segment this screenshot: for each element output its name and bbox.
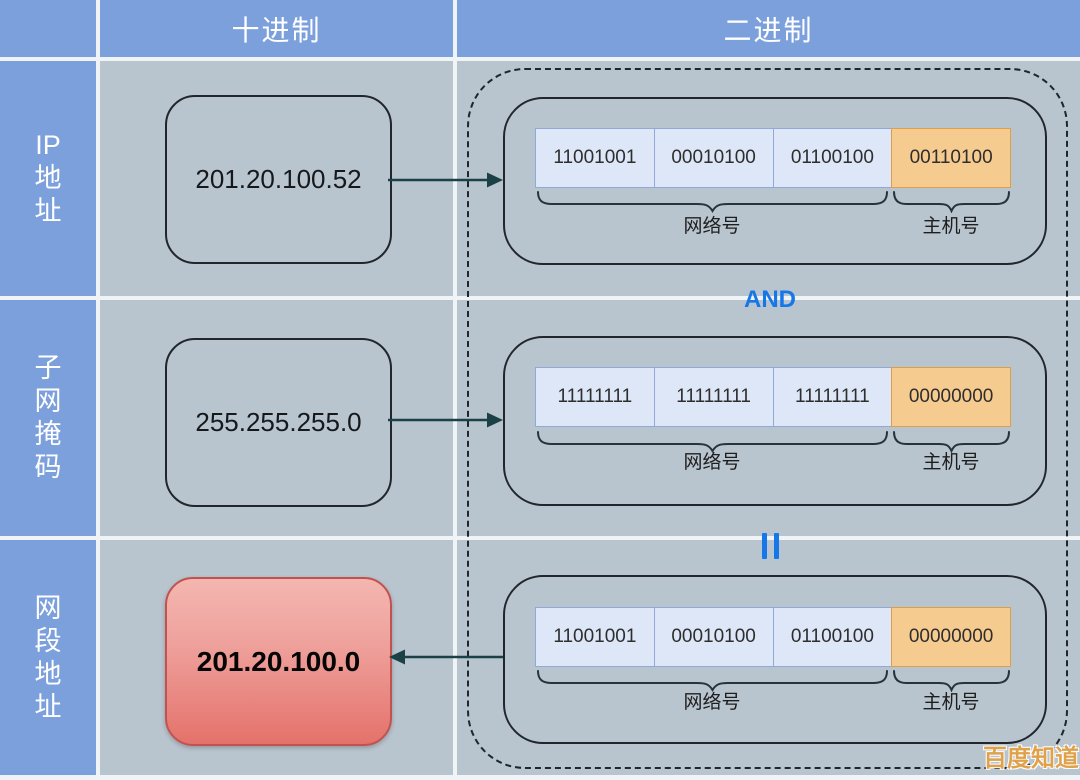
network-brace — [537, 191, 888, 213]
binary-column-header: 二进制 — [723, 14, 814, 46]
mask-octet-row: 11111111 11111111 11111111 00000000 — [535, 367, 1011, 427]
ip-octet-row: 11001001 00010100 01100100 00110100 — [535, 128, 1011, 188]
row-label-subnet-mask: 子网掩码 — [34, 353, 62, 482]
mask-decimal-value: 255.255.255.0 — [195, 407, 362, 437]
network-brace — [537, 431, 888, 453]
result-octet-row: 11001001 00010100 01100100 00000000 — [535, 607, 1011, 667]
ip-binary-container — [503, 97, 1047, 265]
octet-cell: 01100100 — [772, 607, 893, 667]
network-part-label: 网络号 — [683, 692, 741, 713]
host-part-label: 主机号 — [922, 452, 980, 473]
header-corner-cell — [0, 0, 96, 57]
row1-decimal-cell — [100, 61, 453, 296]
sidebar-cell-mask — [0, 300, 96, 536]
baidu-zhidao-watermark: 百度知道 — [983, 745, 1079, 772]
host-brace — [893, 670, 1010, 692]
host-part-label: 主机号 — [922, 216, 980, 237]
and-operator: AND — [744, 286, 796, 313]
mask-decimal-box: 255.255.255.0 — [165, 338, 392, 507]
host-brace — [893, 431, 1010, 453]
result-binary-container — [503, 575, 1047, 744]
decimal-column-header: 十进制 — [231, 14, 322, 46]
network-part-label: 网络号 — [683, 452, 741, 473]
octet-cell: 01100100 — [772, 128, 893, 188]
equals-bar — [773, 533, 779, 559]
host-octet-cell: 00000000 — [891, 367, 1011, 427]
mask-binary-container — [503, 336, 1047, 506]
ip-decimal-box: 201.20.100.52 — [165, 95, 392, 264]
network-part-label: 网络号 — [683, 216, 741, 237]
binary-group-dashed-frame — [467, 68, 1068, 769]
header-decimal-cell — [100, 0, 453, 57]
equals-bar — [761, 533, 767, 559]
host-brace — [893, 191, 1010, 213]
sidebar-cell-ip — [0, 61, 96, 296]
octet-cell: 11001001 — [535, 607, 655, 667]
equals-operator — [710, 527, 830, 565]
network-address-result-box: 201.20.100.0 — [165, 577, 392, 746]
host-part-label: 主机号 — [922, 692, 980, 713]
octet-cell: 11001001 — [535, 128, 655, 188]
sidebar-cell-network — [0, 540, 96, 775]
octet-cell: 00010100 — [653, 128, 774, 188]
network-address-value: 201.20.100.0 — [196, 645, 361, 677]
network-brace — [537, 670, 888, 692]
arrow-right-mask — [388, 412, 503, 428]
octet-cell: 11111111 — [772, 367, 893, 427]
octet-cell: 11111111 — [653, 367, 774, 427]
header-binary-cell — [457, 0, 1080, 57]
octet-cell: 00010100 — [653, 607, 774, 667]
host-octet-cell: 00110100 — [891, 128, 1011, 188]
ip-decimal-value: 201.20.100.52 — [195, 164, 362, 194]
host-octet-cell: 00000000 — [891, 607, 1011, 667]
row-label-network-address: 网段地址 — [34, 592, 62, 722]
arrow-left-result — [389, 649, 504, 665]
octet-cell: 11111111 — [535, 367, 655, 427]
arrow-right-ip — [388, 172, 503, 188]
